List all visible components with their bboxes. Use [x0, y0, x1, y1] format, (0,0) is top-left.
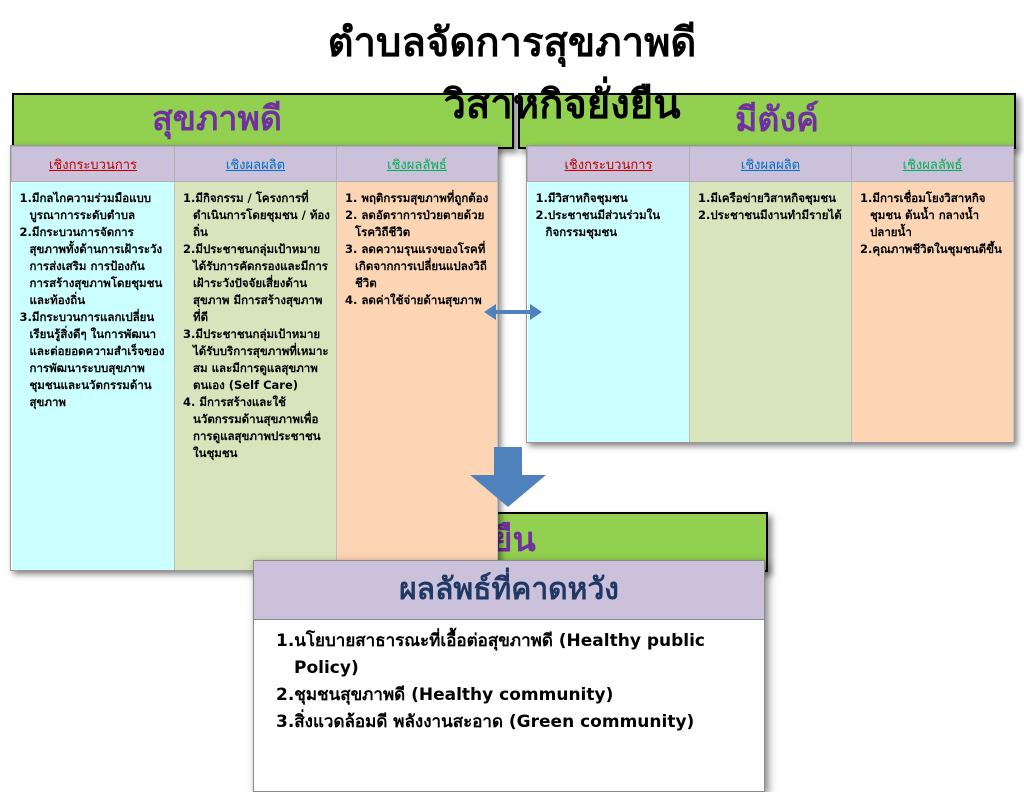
title-line-1: ตำบลจัดการสุขภาพดี [327, 20, 697, 66]
left-header-outcome: เชิงผลลัพธ์ [336, 146, 498, 182]
list-item: 1.มีเครือข่ายวิสาหกิจชุมชน [698, 191, 836, 205]
right-header-process: เชิงกระบวนการ [527, 146, 690, 182]
left-bar-label: สุขภาพดี [152, 99, 282, 139]
list-item: 3.มีกระบวนการแลกเปลี่ยนเรียนรู้สิ่งดีๆ ใ… [19, 310, 165, 409]
right-header-outcome: เชิงผลลัพธ์ [851, 146, 1014, 182]
list-item: 3.มีประชาชนกลุ่มเป้าหมายได้รับบริการสุขภ… [183, 327, 329, 392]
list-item: 2.ชุมชนสุขภาพดี (Healthy community) [276, 685, 614, 705]
left-header-process: เชิงกระบวนการ [11, 146, 175, 182]
right-green-bar [518, 93, 1016, 149]
list-item: 1.นโยบายสาธารณะที่เอื้อต่อสุขภาพดี (Heal… [276, 631, 706, 678]
expected-outcomes-panel: ผลลัพธ์ที่คาดหวัง 1.นโยบายสาธารณะที่เอื้… [253, 560, 765, 792]
list-item: 4. มีการสร้างและใช้นวัตกรรมด้านสุขภาพเพื… [183, 395, 321, 460]
right-col-process: 1.มีวิสาหกิจชุมชน 2.ประชาชนมีส่วนร่วมในก… [527, 181, 690, 442]
left-table: เชิงกระบวนการ เชิงผลผลิต เชิงผลลัพธ์ 1.ม… [11, 146, 498, 570]
left-header-output: เชิงผลผลิต [174, 146, 337, 182]
expected-outcomes-heading: ผลลัพธ์ที่คาดหวัง [254, 561, 764, 620]
list-item: 1.มีกิจกรรม / โครงการที่ดำเนินการโดยชุมช… [183, 191, 330, 239]
left-col-outcome: 1. พฤติกรรมสุขภาพที่ถูกต้อง 2. ลดอัตรากา… [336, 181, 498, 570]
right-bar-label: มีตังค์ [735, 100, 819, 140]
list-item: 2.ประชาชนมีส่วนร่วมในกิจกรรมชุมชน [535, 208, 661, 239]
list-item: 1. พฤติกรรมสุขภาพที่ถูกต้อง [345, 191, 489, 205]
list-item: 3.สิ่งแวดล้อมดี พลังงานสะอาด (Green comm… [276, 712, 695, 732]
list-item: 2. ลดอัตราการป่วยตายด้วยโรควิถีชีวิต [345, 208, 485, 239]
expected-outcomes-list: 1.นโยบายสาธารณะที่เอื้อต่อสุขภาพดี (Heal… [254, 620, 764, 736]
list-item: 2.คุณภาพชีวิตในชุมชนดีขึ้น [860, 242, 1002, 256]
double-arrow-icon [484, 304, 542, 320]
list-item: 2.ประชาชนมีงานทำมีรายได้ [698, 208, 842, 222]
right-header-output: เชิงผลผลิต [689, 146, 852, 182]
right-table: เชิงกระบวนการ เชิงผลผลิต เชิงผลลัพธ์ 1.ม… [527, 146, 1014, 442]
left-table-panel: เชิงกระบวนการ เชิงผลผลิต เชิงผลลัพธ์ 1.ม… [10, 145, 498, 571]
right-col-output: 1.มีเครือข่ายวิสาหกิจชุมชน 2.ประชาชนมีงา… [689, 181, 852, 442]
down-arrow-icon [470, 447, 546, 507]
list-item: 2.มีประชาชนกลุ่มเป้าหมายได้รับการคัดกรอง… [183, 242, 328, 324]
left-col-output: 1.มีกิจกรรม / โครงการที่ดำเนินการโดยชุมช… [174, 181, 337, 570]
list-item: 4. ลดค่าใช้จ่ายด้านสุขภาพ [345, 293, 482, 307]
list-item: 1.มีการเชื่อมโยงวิสาหกิจชุมชน ต้นน้ำ กลา… [860, 191, 986, 239]
right-table-panel: เชิงกระบวนการ เชิงผลผลิต เชิงผลลัพธ์ 1.ม… [526, 145, 1014, 443]
title-line-2: วิสาหกิจยั่งยืน [443, 82, 681, 128]
list-item: 3. ลดความรุนแรงของโรคที่เกิดจากการเปลี่ย… [345, 242, 487, 290]
list-item: 1.มีกลไกความร่วมมือแบบบูรณาการระดับตำบล [19, 191, 152, 222]
right-col-outcome: 1.มีการเชื่อมโยงวิสาหกิจชุมชน ต้นน้ำ กลา… [851, 181, 1014, 442]
left-col-process: 1.มีกลไกความร่วมมือแบบบูรณาการระดับตำบล … [11, 181, 175, 570]
list-item: 1.มีวิสาหกิจชุมชน [535, 191, 628, 205]
list-item: 2.มีกระบวนการจัดการสุขภาพทั้งด้านการเฝ้า… [19, 225, 163, 307]
